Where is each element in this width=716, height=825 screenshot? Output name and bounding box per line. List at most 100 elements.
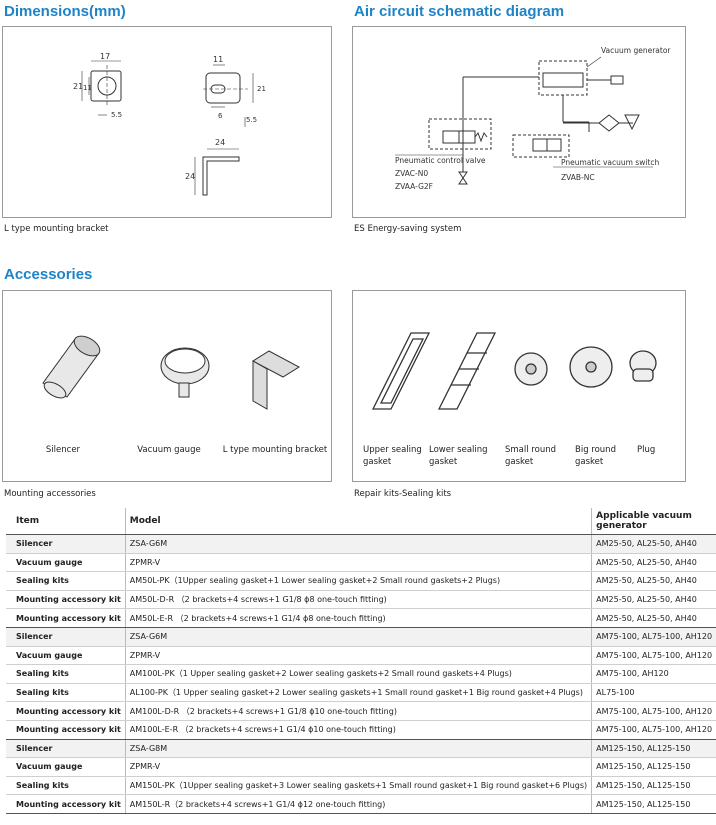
dim-5-5a: 5.5 xyxy=(111,111,122,119)
cell-model: ZPMR-V xyxy=(124,646,592,666)
cell-model: AM50L-E-R （2 brackets+4 screws+1 G1/4 ϕ8… xyxy=(124,608,592,628)
sealing-kits-caption: Repair kits-Sealing kits xyxy=(354,489,452,499)
cell-item: Sealing kits xyxy=(6,776,126,796)
cell-model: ZSA-G6M xyxy=(124,534,592,554)
dim-11a: 11 xyxy=(83,84,92,92)
dim-5-5b: 5.5 xyxy=(246,116,257,124)
cell-item: Silencer xyxy=(6,739,126,759)
l-bracket-label: L type mounting bracket xyxy=(222,445,328,455)
table-header-row: Item Model Applicable vacuum generator xyxy=(6,508,716,535)
cell-model: ZPMR-V xyxy=(124,553,592,573)
cell-item: Sealing kits xyxy=(6,683,126,703)
plug-image xyxy=(629,350,657,382)
vacuum-gauge-label: Vacuum gauge xyxy=(137,445,201,455)
air-circuit-diagram: Vacuum generator Pneumatic control valve… xyxy=(395,46,671,191)
header-applicable: Applicable vacuum generator xyxy=(591,508,716,535)
cell-applicable: AM25-50, AL25-50, AH40 xyxy=(591,571,716,591)
cell-model: ZSA-G8M xyxy=(124,739,592,759)
silencer-image xyxy=(42,335,101,399)
cell-model: ZSA-G6M xyxy=(124,627,592,647)
mounting-accessories-images xyxy=(42,335,300,410)
vacuum-switch-label: Pneumatic vacuum switch xyxy=(561,158,659,167)
dim-24b: 24 xyxy=(185,172,195,181)
cell-item: Vacuum gauge xyxy=(6,553,126,573)
cell-applicable: AM75-100, AH120 xyxy=(591,664,716,684)
cell-item: Mounting accessory kit xyxy=(6,590,126,610)
vacuum-generator-label: Vacuum generator xyxy=(601,46,671,55)
dimensions-panel: 17 21 11 5.5 11 6 21 5.5 24 24 xyxy=(2,26,332,218)
cell-item: Sealing kits xyxy=(6,571,126,591)
header-item: Item xyxy=(6,508,126,535)
cell-model: ZPMR-V xyxy=(124,757,592,777)
dimensions-heading: Dimensions(mm) xyxy=(4,3,126,20)
cell-applicable: AM125-150, AL125-150 xyxy=(591,776,716,796)
switch-model: ZVAB-NC xyxy=(561,173,595,182)
l-bracket-image xyxy=(252,350,300,410)
dimensions-caption: L type mounting bracket xyxy=(4,224,109,234)
cell-item: Mounting accessory kit xyxy=(6,608,126,628)
schematic-caption: ES Energy-saving system xyxy=(354,224,462,234)
sealing-kits-images xyxy=(371,332,657,410)
cell-applicable: AL75-100 xyxy=(591,683,716,703)
plug-label: Plug xyxy=(637,445,656,455)
silencer-label: Silencer xyxy=(45,445,81,455)
dim-11b: 11 xyxy=(213,55,223,64)
dim-17: 17 xyxy=(100,52,110,61)
cell-item: Silencer xyxy=(6,534,126,554)
bracket-dimension-drawing: 17 21 11 5.5 11 6 21 5.5 24 24 xyxy=(73,52,266,196)
small-round-gasket-image xyxy=(514,352,548,386)
cell-model: AM100L-D-R （2 brackets+4 screws+1 G1/8 ϕ… xyxy=(124,701,592,721)
mounting-accessories-caption: Mounting accessories xyxy=(4,489,96,499)
cell-item: Mounting accessory kit xyxy=(6,794,126,814)
schematic-panel: Vacuum generator Pneumatic control valve… xyxy=(352,26,686,218)
cell-model: AM50L-D-R （2 brackets+4 screws+1 G1/8 ϕ8… xyxy=(124,590,592,610)
upper-sealing-gasket-image xyxy=(371,332,431,410)
control-valve-label: Pneumatic control valve xyxy=(395,156,486,165)
dim-21a: 21 xyxy=(73,82,83,91)
mounting-accessories-panel: Silencer Vacuum gauge L type mounting br… xyxy=(2,290,332,482)
cell-model: AL100-PK（1 Upper sealing gasket+2 Lower … xyxy=(124,683,592,703)
dim-24a: 24 xyxy=(215,138,225,147)
cell-item: Mounting accessory kit xyxy=(6,701,126,721)
cell-applicable: AM75-100, AL75-100, AH120 xyxy=(591,720,716,740)
cell-applicable: AM25-50, AL25-50, AH40 xyxy=(591,553,716,573)
vacuum-gauge-image xyxy=(160,347,210,398)
cell-item: Vacuum gauge xyxy=(6,757,126,777)
dim-21b: 21 xyxy=(257,85,266,93)
air-circuit-heading: Air circuit schematic diagram xyxy=(354,3,565,20)
cell-applicable: AM25-50, AL25-50, AH40 xyxy=(591,608,716,628)
cell-model: AM100L-E-R （2 brackets+4 screws+1 G1/4 ϕ… xyxy=(124,720,592,740)
cell-model: AM100L-PK（1 Upper sealing gasket+2 Lower… xyxy=(124,664,592,684)
accessories-heading: Accessories xyxy=(4,266,93,283)
cell-model: AM150L-PK（1Upper sealing gasket+3 Lower … xyxy=(124,776,592,796)
cell-applicable: AM125-150, AL125-150 xyxy=(591,739,716,759)
cell-model: AM150L-R（2 brackets+4 screws+1 G1/4 ϕ12 … xyxy=(124,794,592,814)
header-model: Model xyxy=(124,508,592,535)
lower-sealing-gasket-image xyxy=(437,332,497,410)
cell-applicable: AM25-50, AL25-50, AH40 xyxy=(591,590,716,610)
big-round-gasket-image xyxy=(569,346,613,388)
cell-applicable: AM125-150, AL125-150 xyxy=(591,794,716,814)
accessory-models-table: Item Model Applicable vacuum generator S… xyxy=(6,508,716,814)
cell-item: Silencer xyxy=(6,627,126,647)
cell-applicable: AM125-150, AL125-150 xyxy=(591,757,716,777)
cell-applicable: AM75-100, AL75-100, AH120 xyxy=(591,701,716,721)
